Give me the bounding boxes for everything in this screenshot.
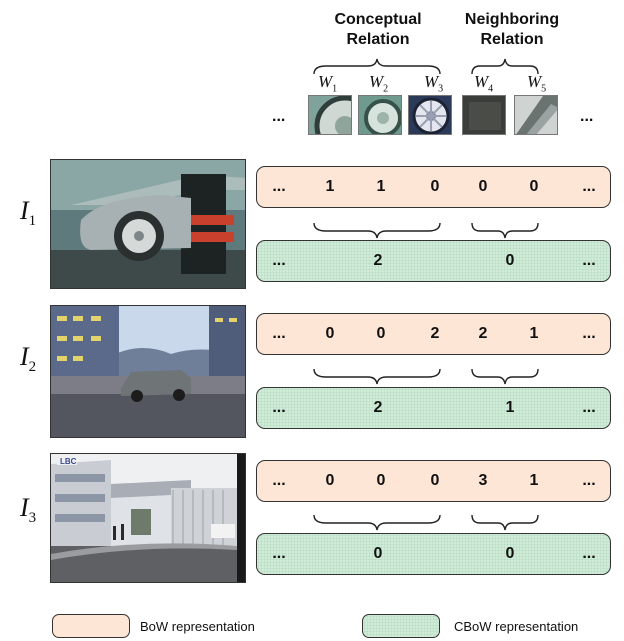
neighboring-top-brace bbox=[471, 58, 539, 75]
bow-value-w1: 1 bbox=[325, 178, 335, 195]
visual-word-patch-1 bbox=[308, 95, 352, 135]
conceptual-brace-row-1 bbox=[313, 222, 441, 239]
bow-value-w5: 1 bbox=[529, 325, 539, 342]
legend-cbow-label: CBoW representation bbox=[454, 619, 579, 634]
row-ellipsis-right: ... bbox=[582, 472, 596, 489]
bow-row-2: ... 0 0 2 2 1 ... bbox=[256, 313, 611, 355]
conceptual-top-brace bbox=[313, 58, 441, 75]
visual-word-patch-3 bbox=[408, 95, 452, 135]
bow-value-w4: 0 bbox=[478, 178, 488, 195]
neighboring-brace-row-2 bbox=[471, 368, 539, 385]
legend-bow-swatch bbox=[52, 614, 130, 638]
row-ellipsis-left: ... bbox=[272, 472, 286, 489]
row-ellipsis-right: ... bbox=[582, 325, 596, 342]
bow-value-w5: 1 bbox=[529, 472, 539, 489]
visual-word-patch-4 bbox=[462, 95, 506, 135]
image-2-photo bbox=[50, 305, 246, 438]
row-ellipsis-right: ... bbox=[582, 178, 596, 195]
bow-value-w3: 2 bbox=[430, 325, 440, 342]
bow-value-w3: 0 bbox=[430, 178, 440, 195]
bow-value-w2: 0 bbox=[376, 472, 386, 489]
bow-value-w5: 0 bbox=[529, 178, 539, 195]
cbow-row-2: ... 2 1 ... bbox=[256, 387, 611, 429]
neighboring-brace-row-3 bbox=[471, 514, 539, 531]
word-label-w2: W2 bbox=[369, 72, 389, 95]
cbow-row-1: ... 2 0 ... bbox=[256, 240, 611, 282]
word-label-w3: W3 bbox=[424, 72, 444, 95]
cbow-value-conceptual: 2 bbox=[373, 399, 383, 416]
cbow-value-conceptual: 0 bbox=[373, 545, 383, 562]
bow-row-1: ... 1 1 0 0 0 ... bbox=[256, 166, 611, 208]
conceptual-brace-row-2 bbox=[313, 368, 441, 385]
visual-word-patch-5 bbox=[514, 95, 558, 135]
image-3-photo: LBC bbox=[50, 453, 246, 583]
bow-value-w1: 0 bbox=[325, 472, 335, 489]
conceptual-brace-row-3 bbox=[313, 514, 441, 531]
bow-value-w4: 3 bbox=[478, 472, 488, 489]
legend-cbow-swatch bbox=[362, 614, 440, 638]
neighboring-brace-row-1 bbox=[471, 222, 539, 239]
lbc-sign-text: LBC bbox=[60, 457, 77, 466]
row-ellipsis-right: ... bbox=[582, 399, 596, 416]
image-label-i2: I2 bbox=[20, 342, 37, 376]
cbow-value-neighboring: 0 bbox=[505, 545, 515, 562]
row-ellipsis-left: ... bbox=[272, 178, 286, 195]
row-ellipsis-left: ... bbox=[272, 545, 286, 562]
bow-value-w2: 1 bbox=[376, 178, 386, 195]
bow-value-w3: 0 bbox=[430, 472, 440, 489]
visual-word-patch-2 bbox=[358, 95, 402, 135]
cbow-value-conceptual: 2 bbox=[373, 252, 383, 269]
cbow-row-3: ... 0 0 ... bbox=[256, 533, 611, 575]
bow-row-3: ... 0 0 0 3 1 ... bbox=[256, 460, 611, 502]
patches-right-ellipsis: ... bbox=[580, 108, 594, 125]
row-ellipsis-right: ... bbox=[582, 545, 596, 562]
word-label-w5: W5 bbox=[527, 72, 547, 95]
legend-bow-label: BoW representation bbox=[140, 619, 255, 634]
row-ellipsis-left: ... bbox=[272, 252, 286, 269]
row-ellipsis-left: ... bbox=[272, 325, 286, 342]
conceptual-relation-header: Conceptual Relation bbox=[334, 11, 422, 48]
image-label-i3: I3 bbox=[20, 493, 37, 527]
row-ellipsis-left: ... bbox=[272, 399, 286, 416]
patches-left-ellipsis: ... bbox=[272, 108, 286, 125]
word-label-w1: W1 bbox=[318, 72, 338, 95]
bow-value-w4: 2 bbox=[478, 325, 488, 342]
cbow-value-neighboring: 1 bbox=[505, 399, 515, 416]
row-ellipsis-right: ... bbox=[582, 252, 596, 269]
cbow-value-neighboring: 0 bbox=[505, 252, 515, 269]
bow-value-w2: 0 bbox=[376, 325, 386, 342]
word-label-w4: W4 bbox=[474, 72, 494, 95]
bow-value-w1: 0 bbox=[325, 325, 335, 342]
image-1-photo bbox=[50, 159, 246, 289]
neighboring-relation-header: Neighboring Relation bbox=[464, 11, 560, 48]
image-label-i1: I1 bbox=[20, 196, 37, 230]
